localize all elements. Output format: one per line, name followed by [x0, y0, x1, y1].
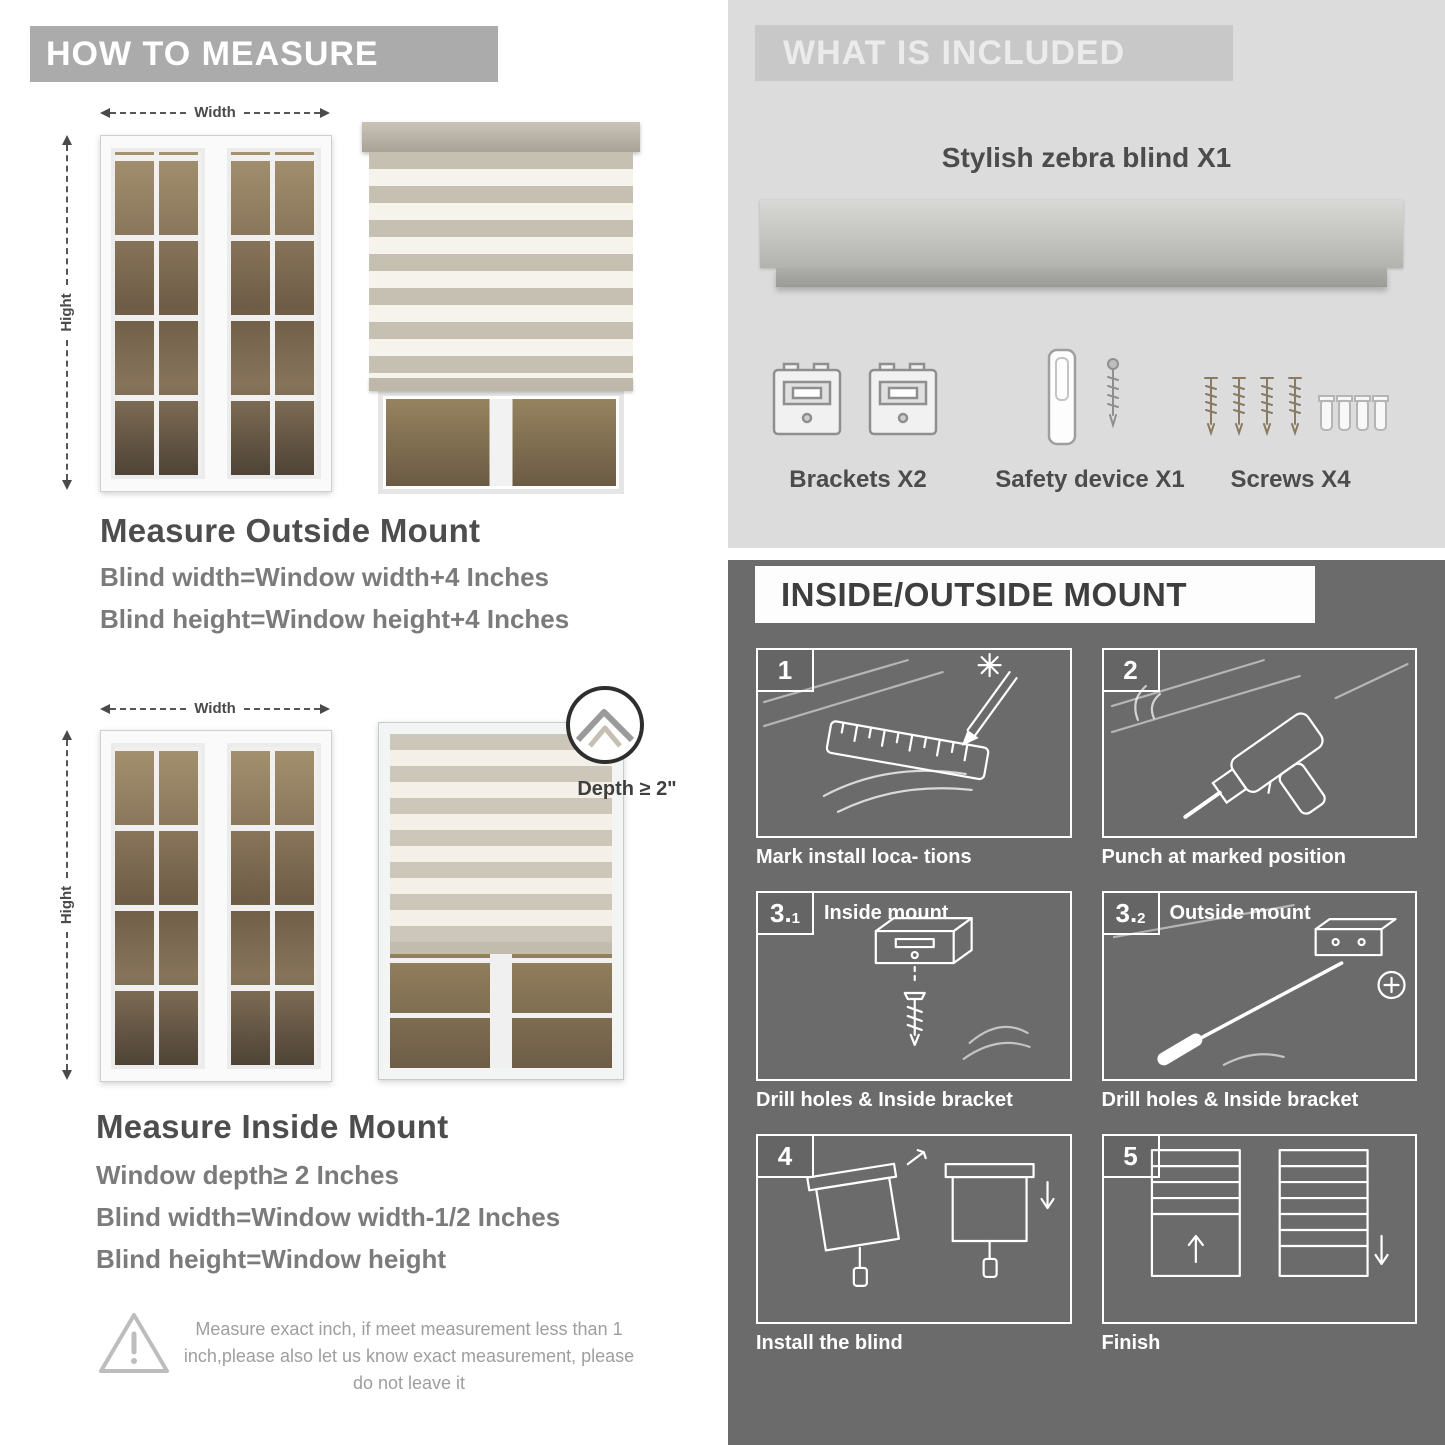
- how-to-measure-banner: HOW TO MEASURE: [30, 26, 498, 82]
- blind-headrail: [362, 122, 640, 152]
- step-3-1-panel: 3.1 Inside mount: [756, 891, 1072, 1081]
- outside-mount-label: Outside mount: [1169, 902, 1311, 924]
- arrowhead-left-icon: [100, 107, 110, 118]
- step-2: 2: [1101, 648, 1417, 869]
- height-arrow-outside: Hight: [58, 134, 75, 490]
- step-2-panel: 2: [1101, 648, 1417, 838]
- blind-stripes: [390, 734, 612, 942]
- safety-device-icon: [1047, 348, 1119, 446]
- width-label: Width: [194, 700, 236, 717]
- inside-mount-label: Inside mount: [824, 902, 949, 924]
- blind-bottom-bar: [390, 942, 612, 954]
- how-to-measure-title: HOW TO MEASURE: [46, 34, 379, 73]
- included-item-safety-device: Safety device X1: [980, 336, 1200, 494]
- installation-steps-grid: 1: [756, 648, 1417, 1355]
- step-2-caption: Punch at marked position: [1101, 846, 1346, 868]
- arrowhead-left-icon: [61, 480, 72, 490]
- inside-outside-mount-banner: INSIDE/OUTSIDE MOUNT: [755, 566, 1315, 623]
- arrowhead-right-icon: [61, 134, 72, 145]
- arrowhead-left-icon: [61, 1070, 72, 1080]
- inside-width-formula: Blind width=Window width-1/2 Inches: [96, 1202, 561, 1232]
- window-sash: [227, 148, 321, 479]
- width-label: Width: [194, 104, 236, 121]
- outside-height-formula: Blind height=Window height+4 Inches: [100, 604, 570, 634]
- step-4-caption: Install the blind: [756, 1332, 903, 1354]
- window-illustration-outside: [100, 135, 332, 492]
- inside-height-formula: Blind height=Window height: [96, 1244, 446, 1274]
- step-3-2-caption: Drill holes & Inside bracket: [1101, 1089, 1359, 1111]
- inside-outside-mount-title: INSIDE/OUTSIDE MOUNT: [781, 575, 1188, 613]
- step-3-2-panel: 3.2 Outside mount: [1101, 891, 1417, 1081]
- step-1: 1: [756, 648, 1072, 869]
- window-illustration-inside: [100, 730, 332, 1082]
- what-is-included-title: WHAT IS INCLUDED: [783, 33, 1126, 72]
- arrowhead-right-icon: [320, 107, 331, 118]
- width-arrow-outside: Width: [100, 104, 331, 121]
- step-number-badge: 3.2: [1103, 893, 1160, 935]
- what-is-included-section: WHAT IS INCLUDED Stylish zebra blind X1: [728, 0, 1445, 548]
- arrowhead-right-icon: [61, 729, 72, 740]
- brackets-label: Brackets X2: [789, 466, 927, 493]
- what-is-included-banner: WHAT IS INCLUDED: [755, 25, 1233, 81]
- outside-bracket-icon: [1112, 904, 1406, 1066]
- step-5: 5 Finish: [1101, 1134, 1417, 1355]
- step-3-2: 3.2 Outside mount: [1101, 891, 1417, 1112]
- brackets-icon: [772, 362, 938, 436]
- step-4: 4: [756, 1134, 1072, 1355]
- arrowhead-right-icon: [320, 703, 331, 714]
- inside-mount-title: Measure Inside Mount: [96, 1108, 449, 1145]
- step-number-badge: 3.1: [758, 893, 814, 935]
- inside-bracket-icon: [874, 917, 1031, 1060]
- step-1-caption: Mark install loca- tions: [756, 846, 972, 868]
- step-3-1-caption: Drill holes & Inside bracket: [756, 1089, 1013, 1111]
- step-4-panel: 4: [756, 1134, 1072, 1324]
- step-5-caption: Finish: [1101, 1332, 1161, 1354]
- step-3-1: 3.1 Inside mount: [756, 891, 1072, 1112]
- step-number-badge: 1: [758, 650, 814, 692]
- outside-mount-title: Measure Outside Mount: [100, 512, 481, 549]
- zebra-blind-inside-illustration: [378, 722, 624, 1080]
- zebra-blind-outside-illustration: [362, 122, 640, 494]
- mark-location-icon: [762, 653, 1018, 813]
- blind-bottom-bar: [369, 378, 633, 391]
- screws-label: Screws X4: [1230, 466, 1351, 493]
- warning-icon: [99, 1313, 169, 1373]
- depth-callout-circle: [566, 686, 644, 764]
- inside-depth-formula: Window depth≥ 2 Inches: [96, 1160, 399, 1190]
- install-blind-icon: [806, 1149, 1055, 1288]
- outside-width-formula: Blind width=Window width+4 Inches: [100, 562, 549, 592]
- safety-device-label: Safety device X1: [995, 466, 1185, 493]
- drill-icon: [1110, 659, 1409, 819]
- window-sash: [227, 743, 321, 1069]
- blind-stripes: [369, 152, 633, 378]
- step-1-panel: 1: [756, 648, 1072, 838]
- included-item-screws: Screws X4: [1183, 336, 1398, 494]
- included-item-brackets: Brackets X2: [748, 336, 968, 494]
- window-sash: [111, 148, 205, 479]
- zebra-blind-headrail-image: [760, 200, 1403, 268]
- width-arrow-inside: Width: [100, 700, 331, 717]
- measurement-warning-text: Measure exact inch, if meet measurement …: [183, 1319, 635, 1393]
- depth-callout-label: Depth ≥ 2": [577, 778, 677, 800]
- inside-outside-mount-section: INSIDE/OUTSIDE MOUNT 1: [728, 560, 1445, 1445]
- height-label: Hight: [58, 293, 75, 332]
- window-glass: [390, 954, 612, 1068]
- step-number-badge: 2: [1103, 650, 1160, 692]
- window-sash: [111, 743, 205, 1069]
- zebra-blind-label: Stylish zebra blind X1: [941, 142, 1232, 173]
- window-behind-blind: [378, 391, 624, 494]
- screws-icon: [1203, 377, 1389, 437]
- zebra-blind-headrail-lip: [776, 268, 1387, 287]
- arrowhead-left-icon: [100, 703, 110, 714]
- step-5-panel: 5: [1101, 1134, 1417, 1324]
- step-number-badge: 4: [758, 1136, 814, 1178]
- finish-icon: [1150, 1149, 1389, 1278]
- step-number-badge: 5: [1103, 1136, 1160, 1178]
- height-arrow-inside: Hight: [58, 729, 75, 1080]
- height-label: Hight: [58, 885, 75, 925]
- window-corner-detail-icon: [575, 709, 635, 748]
